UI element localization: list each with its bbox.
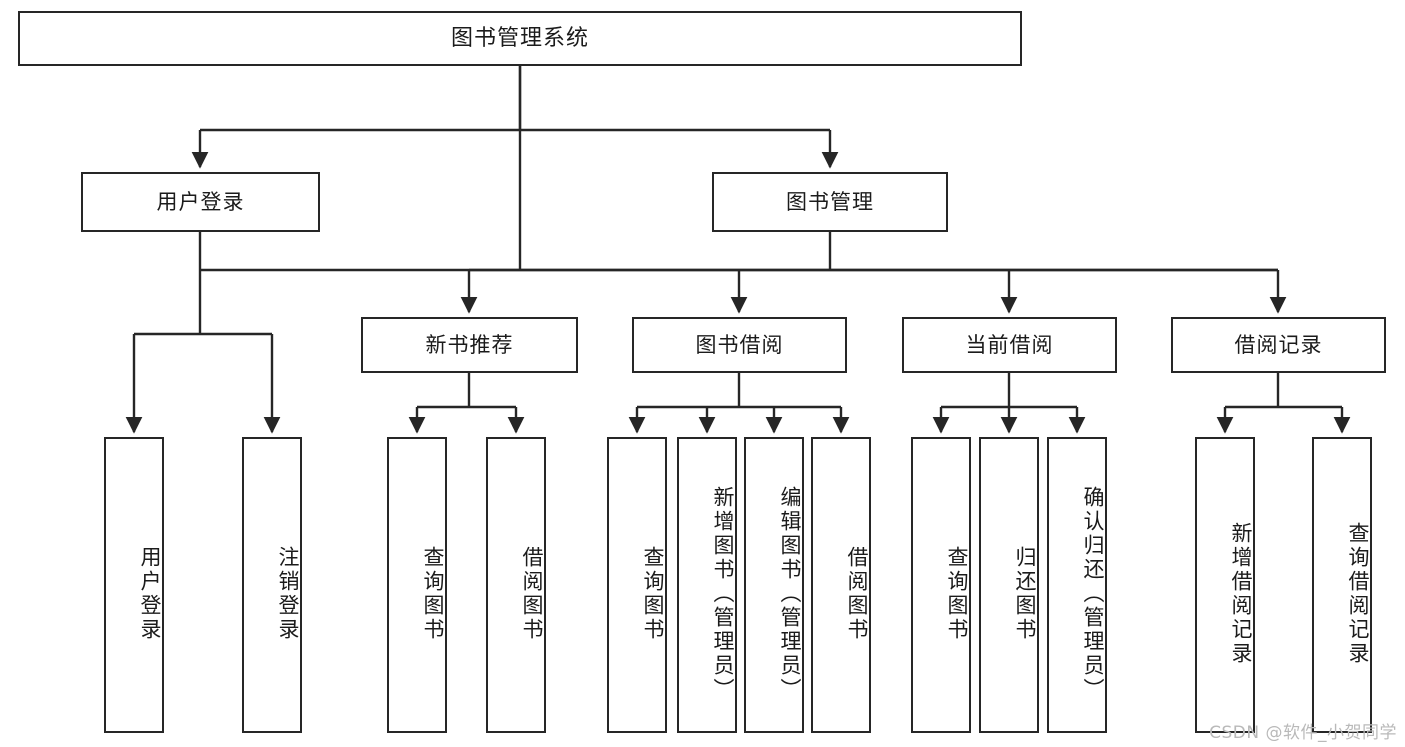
leaf-br-add-record-label: 新增借阅记录: [1229, 522, 1253, 666]
node-root-label: 图书管理系统: [450, 25, 589, 51]
leaf-br-query-record-label: 查询借阅记录: [1346, 522, 1370, 666]
leaf-cb-return-book[interactable]: 归还图书: [979, 437, 1039, 733]
leaf-nb-borrow-book[interactable]: 借阅图书: [486, 437, 546, 733]
node-user-login[interactable]: 用户登录: [81, 172, 320, 232]
leaf-cb-return-book-label: 归还图书: [1013, 546, 1037, 642]
leaf-br-query-record[interactable]: 查询借阅记录: [1312, 437, 1372, 733]
node-book-borrow-label: 图书借阅: [695, 332, 784, 357]
leaf-cb-confirm-return[interactable]: 确认归还（管理员）: [1047, 437, 1107, 733]
node-book-borrow[interactable]: 图书借阅: [632, 317, 847, 373]
node-root[interactable]: 图书管理系统: [18, 11, 1022, 66]
leaf-bb-add-book-label: 新增图书（管理员）: [711, 486, 735, 702]
leaf-logout-label: 注销登录: [276, 546, 300, 642]
leaf-bb-add-book[interactable]: 新增图书（管理员）: [677, 437, 737, 733]
leaf-user-login[interactable]: 用户登录: [104, 437, 164, 733]
node-current-borrow[interactable]: 当前借阅: [902, 317, 1117, 373]
leaf-nb-borrow-book-label: 借阅图书: [520, 546, 544, 642]
node-current-borrow-label: 当前借阅: [965, 332, 1054, 357]
watermark: CSDN @软件_小贺同学: [1209, 723, 1397, 743]
leaf-bb-borrow-book[interactable]: 借阅图书: [811, 437, 871, 733]
leaf-br-add-record[interactable]: 新增借阅记录: [1195, 437, 1255, 733]
node-book-management-label: 图书管理: [786, 189, 874, 214]
leaf-bb-edit-book[interactable]: 编辑图书（管理员）: [744, 437, 804, 733]
leaf-cb-query-book[interactable]: 查询图书: [911, 437, 971, 733]
leaf-bb-borrow-book-label: 借阅图书: [845, 546, 869, 642]
node-borrow-record[interactable]: 借阅记录: [1171, 317, 1386, 373]
node-user-login-label: 用户登录: [156, 189, 245, 214]
leaf-bb-edit-book-label: 编辑图书（管理员）: [778, 486, 802, 702]
node-new-book-recommend-label: 新书推荐: [425, 332, 514, 357]
leaf-nb-query-book-label: 查询图书: [421, 546, 445, 642]
node-borrow-record-label: 借阅记录: [1234, 332, 1323, 357]
leaf-logout[interactable]: 注销登录: [242, 437, 302, 733]
leaf-cb-query-book-label: 查询图书: [945, 546, 969, 642]
node-book-management[interactable]: 图书管理: [712, 172, 948, 232]
leaf-cb-confirm-return-label: 确认归还（管理员）: [1081, 486, 1105, 702]
leaf-user-login-label: 用户登录: [138, 546, 162, 642]
leaf-nb-query-book[interactable]: 查询图书: [387, 437, 447, 733]
leaf-bb-query-book-label: 查询图书: [641, 546, 665, 642]
node-new-book-recommend[interactable]: 新书推荐: [361, 317, 578, 373]
leaf-bb-query-book[interactable]: 查询图书: [607, 437, 667, 733]
